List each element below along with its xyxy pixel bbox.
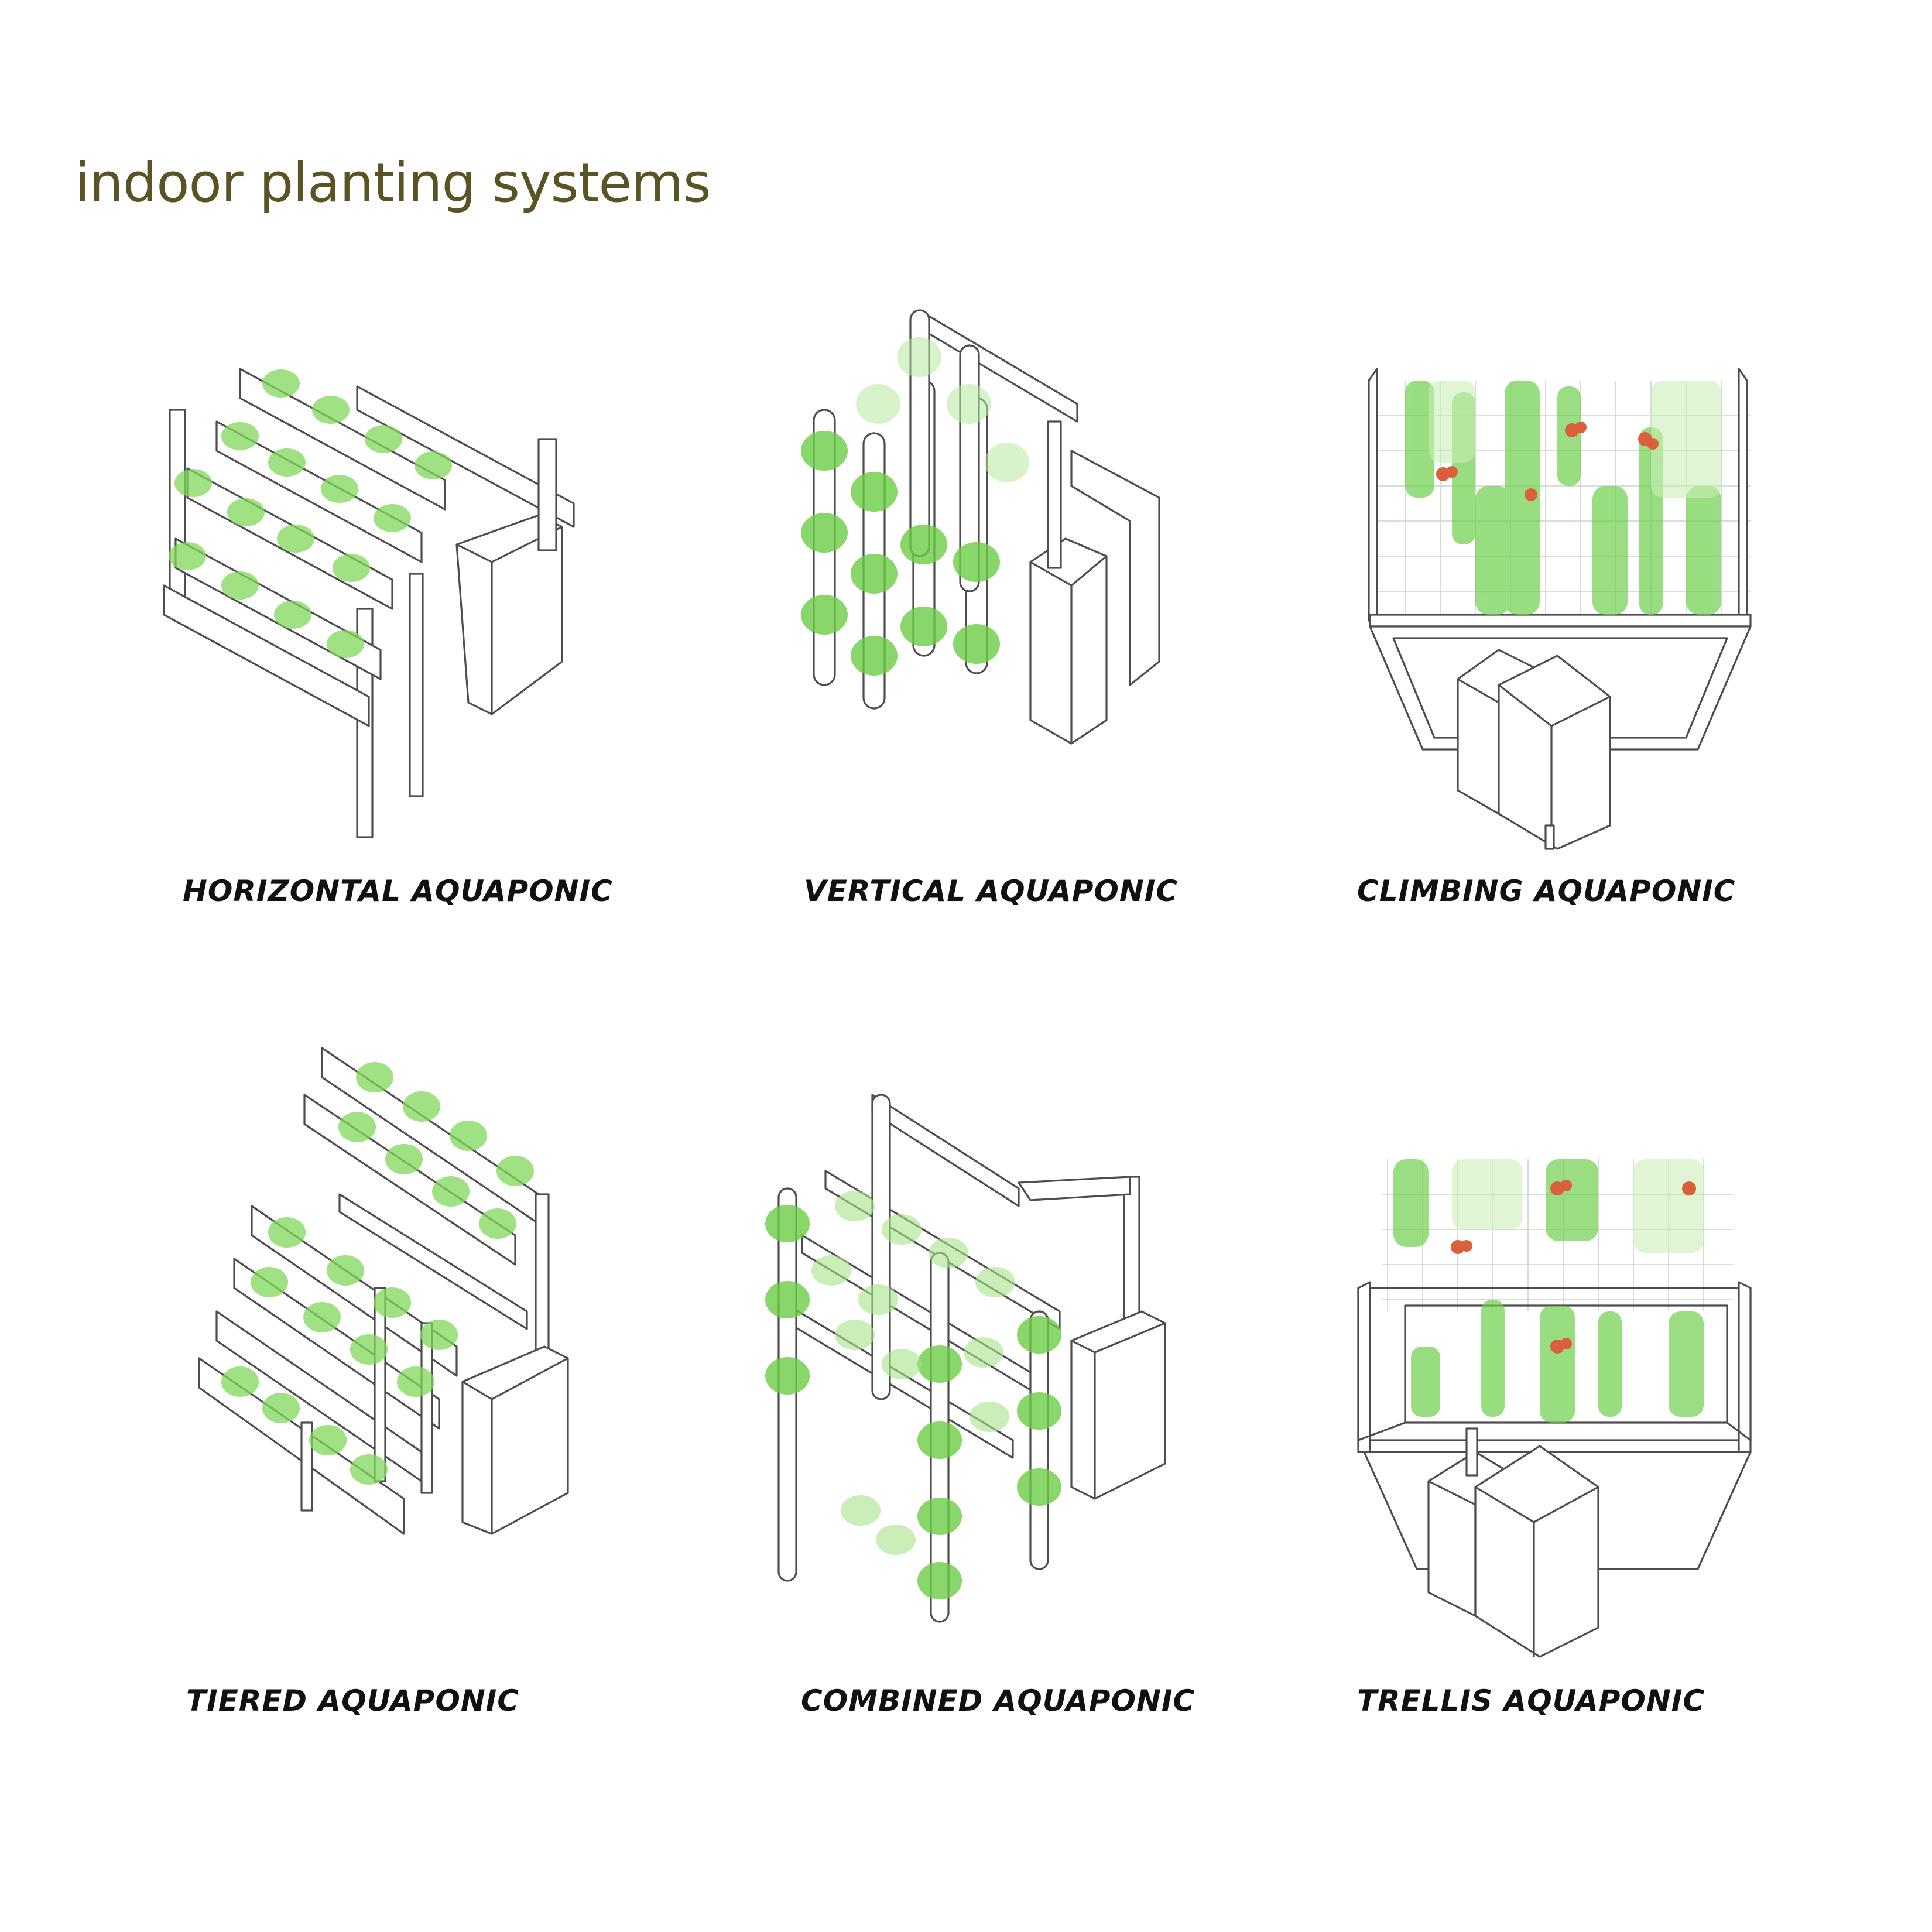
tiered-aquaponic-panel xyxy=(198,1019,597,1569)
trellis-aquaponic-panel xyxy=(1352,1159,1762,1658)
system-label-vertical: VERTICAL AQUAPONIC xyxy=(804,874,1179,908)
horizontal-plants xyxy=(169,369,452,658)
combined-plants xyxy=(765,1191,1061,1599)
tiered-aquaponic-diagram xyxy=(198,1047,569,1535)
climbing-aquaponic-panel xyxy=(1358,368,1762,850)
system-label-tiered: TIERED AQUAPONIC xyxy=(186,1684,519,1718)
climbing-aquaponic-diagram xyxy=(1368,368,1752,850)
vertical-aquaponic-panel xyxy=(779,299,1188,814)
system-label-combined: COMBINED AQUAPONIC xyxy=(801,1684,1195,1718)
vertical-plants xyxy=(801,337,1029,676)
trellis-plants xyxy=(1393,1159,1704,1423)
climbing-plants xyxy=(1405,381,1721,615)
page-title: indoor planting systems xyxy=(75,151,711,214)
system-label-climbing: CLIMBING AQUAPONIC xyxy=(1357,874,1736,908)
combined-aquaponic-panel xyxy=(755,1089,1188,1639)
system-label-horizontal: HORIZONTAL AQUAPONIC xyxy=(183,874,613,908)
tiered-plants xyxy=(221,1062,534,1485)
horizontal-aquaponic-panel xyxy=(163,351,609,855)
system-label-trellis: TRELLIS AQUAPONIC xyxy=(1357,1684,1705,1718)
